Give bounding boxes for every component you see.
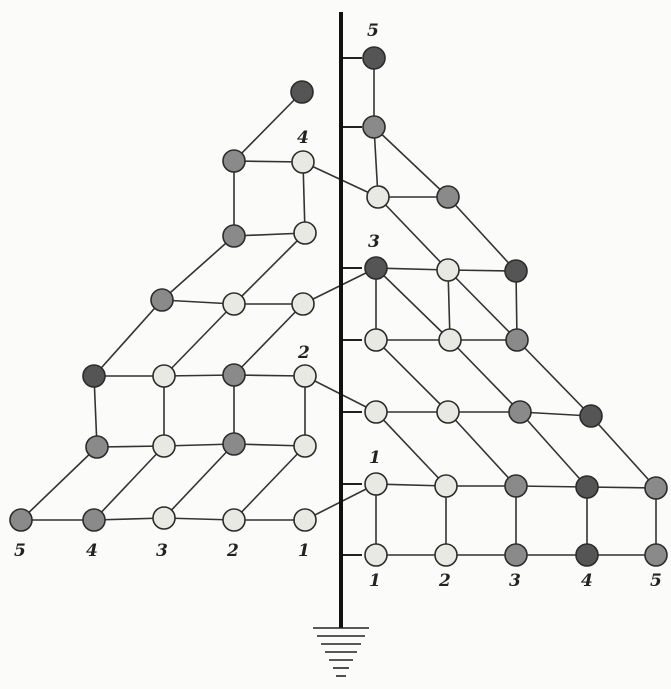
node [434,474,458,498]
node [436,400,460,424]
node [222,363,246,387]
node [293,508,317,532]
edge [20,446,98,521]
edge [447,411,517,487]
edges-group [20,57,657,556]
node [508,400,532,424]
right-label-2: 2 [438,571,451,591]
level-label-3: 3 [368,232,380,252]
level-label-4: 4 [297,128,309,148]
node [364,256,388,280]
node [293,434,317,458]
node [85,435,109,459]
node [290,80,314,104]
node [364,328,388,352]
node [222,224,246,248]
node [222,149,246,173]
node [505,328,529,352]
node [364,472,388,496]
edge [373,126,449,198]
labels-group: 5 4 3 2 1 1 2 3 4 5 1 2 3 4 5 [14,21,662,591]
node [222,508,246,532]
node [152,434,176,458]
node [436,258,460,282]
node [222,292,246,316]
left-label-3: 3 [156,541,168,561]
right-label-1: 1 [369,571,381,591]
node [504,259,528,283]
edge [233,91,303,162]
edge [93,375,98,448]
nodes-group [9,46,668,567]
left-label-2: 2 [226,541,239,561]
level-label-5: 5 [367,21,379,41]
edge [515,485,588,488]
node [291,150,315,174]
node [150,288,174,312]
edge [163,303,235,377]
node [291,292,315,316]
level-label-1: 1 [369,448,381,468]
edge [375,339,449,413]
node [364,543,388,567]
node [644,476,668,500]
edge [233,374,306,377]
node [293,221,317,245]
node [9,508,33,532]
edge [447,269,518,341]
node [438,328,462,352]
node [152,364,176,388]
node [575,475,599,499]
node [436,185,460,209]
left-label-4: 4 [86,541,98,561]
right-label-5: 5 [650,571,662,591]
edge [233,303,304,376]
node [293,364,317,388]
edge [516,339,592,417]
node [362,115,386,139]
node [504,543,528,567]
edge [302,161,306,234]
node [579,404,603,428]
right-label-4: 4 [581,571,593,591]
edge [233,445,306,521]
left-label-5: 5 [14,541,26,561]
edge [161,235,235,301]
edge [233,232,306,237]
node [222,432,246,456]
edge [377,196,449,271]
node [434,543,458,567]
edge [93,445,165,521]
edge [233,232,306,305]
edge [449,339,521,413]
edge [519,411,588,488]
edge [163,443,235,519]
edge [375,411,447,487]
node [82,364,106,388]
edge [447,196,517,272]
node [644,543,668,567]
edge [590,415,657,489]
edge [161,299,235,305]
edge [233,443,306,447]
left-label-1: 1 [298,541,310,561]
node [152,506,176,530]
edge [375,267,449,271]
level-label-2: 2 [297,343,310,363]
edge [519,411,592,417]
edge [375,267,451,341]
ground-icon [313,627,369,677]
node [366,185,390,209]
edge [93,299,163,377]
node [362,46,386,70]
node [575,543,599,567]
node [82,508,106,532]
node [364,400,388,424]
node [504,474,528,498]
right-label-3: 3 [509,571,521,591]
